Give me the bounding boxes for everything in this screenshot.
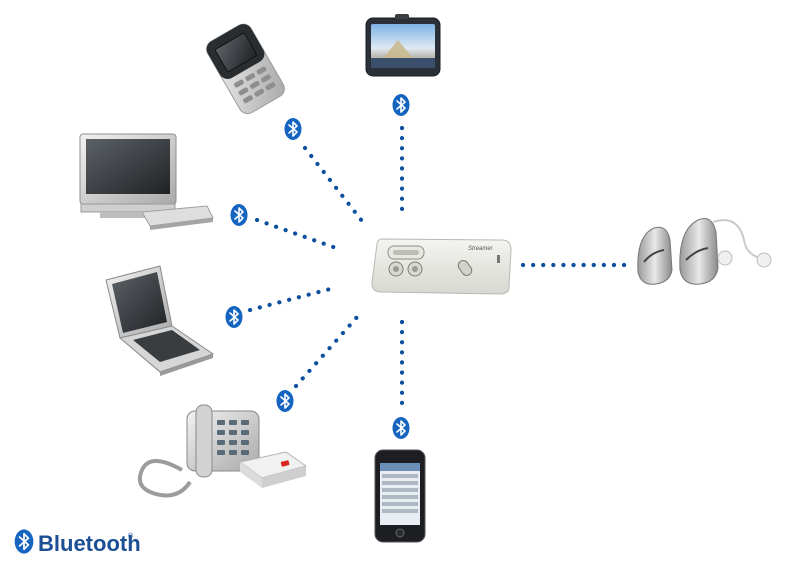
television [79, 133, 214, 230]
link-television [254, 217, 339, 251]
bluetooth-icon [224, 305, 244, 329]
gps-navigator [365, 14, 441, 77]
mobile-phone [206, 23, 285, 115]
connection-lines [247, 125, 633, 409]
bluetooth-icon [391, 93, 411, 117]
bluetooth-icon [283, 117, 303, 141]
laptop [105, 265, 215, 376]
bluetooth-trademark: ® [128, 532, 134, 540]
hub-pair-button [457, 260, 473, 276]
hub-brand-label: Streamer [468, 246, 494, 252]
bluetooth-logo-icon [13, 528, 35, 555]
bluetooth-icon [391, 416, 411, 440]
bluetooth-icon [275, 389, 295, 413]
bluetooth-icon [229, 203, 249, 227]
link-desk-telephone [293, 313, 361, 389]
link-mobile-phone [302, 145, 365, 224]
streamer-hub: Streamer [371, 238, 512, 295]
bluetooth-logo: Bluetooth ® [13, 528, 141, 556]
link-laptop [247, 285, 337, 313]
bluetooth-logo-text: Bluetooth [38, 531, 141, 556]
desk-telephone [137, 404, 308, 498]
hearing-aids [637, 218, 772, 285]
smartphone [374, 449, 426, 543]
